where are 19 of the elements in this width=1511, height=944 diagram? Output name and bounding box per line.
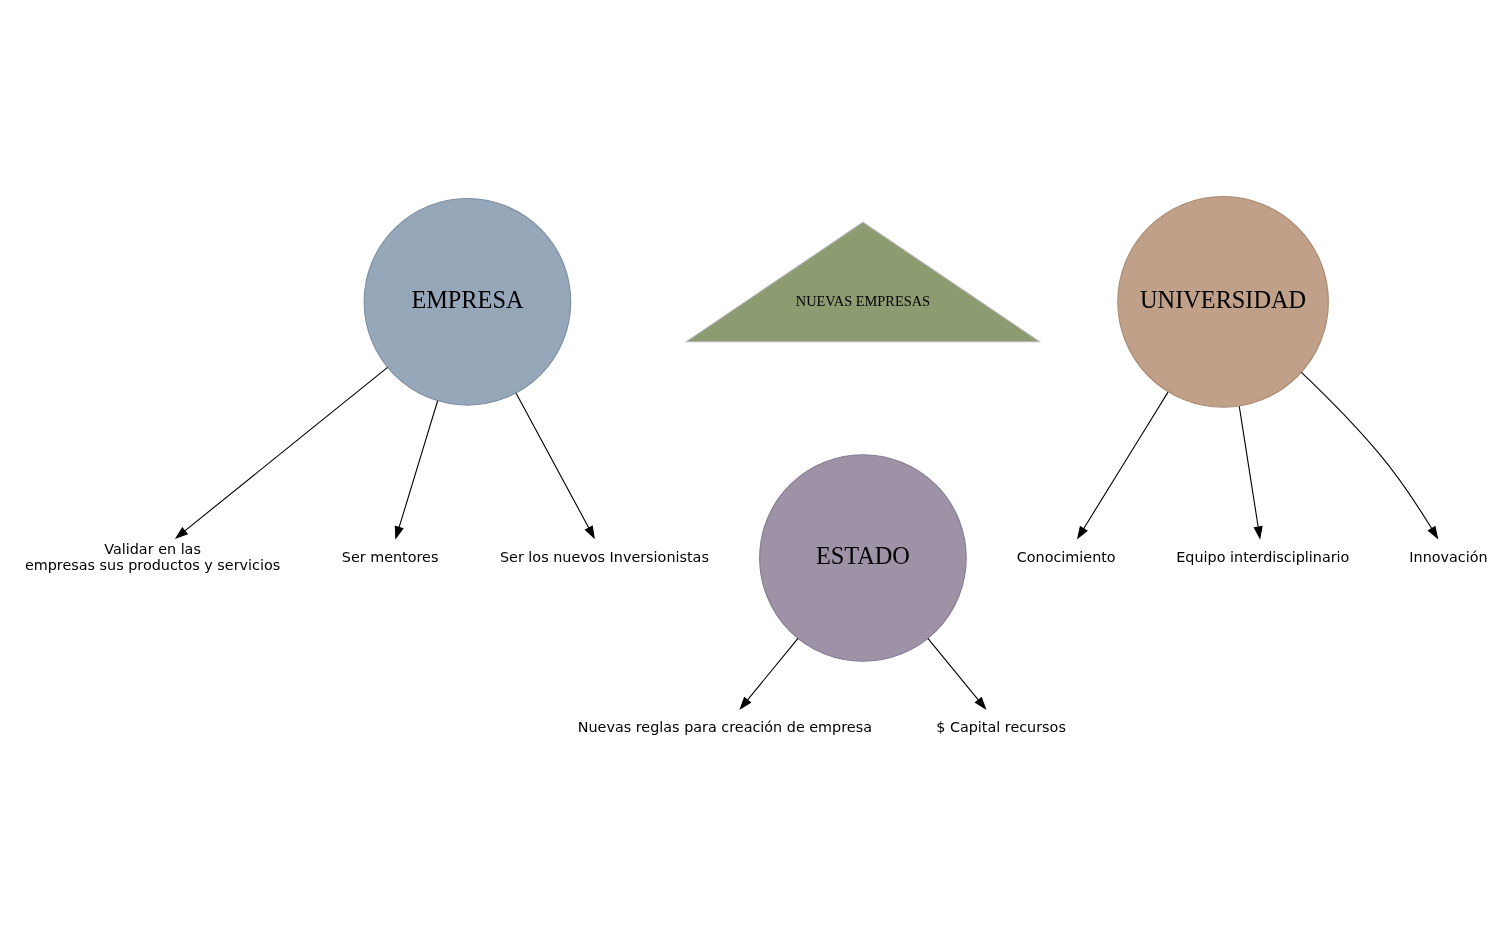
node-circle: ESTADO — [759, 453, 967, 662]
node-text: Equipo interdisciplinario — [1176, 548, 1350, 565]
node-text: Nuevas reglas para creación de empresa — [577, 718, 872, 735]
arrow — [515, 392, 595, 539]
node-text: $ Capital recursos — [936, 718, 1066, 735]
node-circle: EMPRESA — [363, 197, 572, 406]
arrow — [1238, 405, 1263, 540]
node-text: Conocimiento — [1016, 548, 1116, 565]
arrow — [1300, 371, 1439, 539]
arrow — [394, 399, 439, 540]
node-text: Ser los nuevos Inversionistas — [499, 548, 709, 565]
node-text: Ser mentores — [341, 548, 439, 565]
node-text: Validar en las empresas sus productos y servicios — [24, 540, 281, 572]
arrow — [739, 637, 799, 710]
node-text: Innovación — [1409, 548, 1488, 565]
arrow — [174, 366, 389, 539]
node-circle: UNIVERSIDAD — [1117, 195, 1329, 408]
arrow — [1076, 391, 1169, 540]
arrow — [927, 637, 987, 710]
